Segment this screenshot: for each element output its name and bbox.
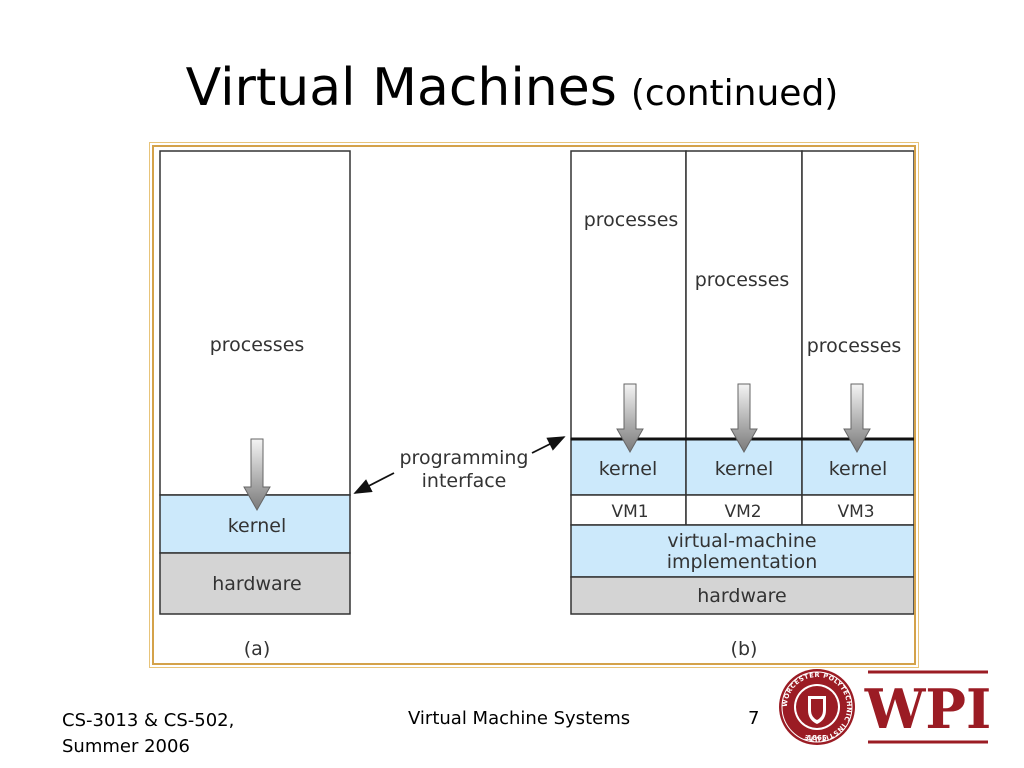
a-down-arrow-icon	[243, 438, 271, 512]
b-down-arrow-icon-2	[730, 383, 758, 454]
a-processes-label: processes	[210, 334, 305, 356]
programming-interface: programming interface	[353, 436, 566, 494]
a-processes-box	[159, 150, 351, 496]
footer-course-line: CS-3013 & CS-502,	[62, 710, 235, 731]
b-hardware-box	[570, 576, 914, 615]
diagram-a: processes kernel hardware (a)	[159, 150, 351, 660]
programming-interface-line2: interface	[422, 470, 507, 492]
b-caption: (b)	[731, 638, 758, 660]
footer-course: CS-3013 & CS-502, Summer 2006	[62, 708, 234, 760]
title-suffix: (continued)	[630, 73, 839, 114]
title-main: Virtual Machines	[185, 58, 617, 118]
b-hardware-label: hardware	[697, 585, 787, 607]
wpi-logo: WORCESTER POLYTECHNIC INSTITUTE 1865 WPI	[779, 669, 992, 745]
b-vm-box-2	[685, 494, 803, 526]
b-vm-label-1: VM1	[611, 502, 648, 522]
b-vm-impl-line2: implementation	[667, 551, 818, 573]
slide-title: Virtual Machines (continued)	[0, 58, 1024, 118]
seal-year: 1865	[807, 734, 827, 742]
programming-interface-line1: programming	[400, 447, 529, 469]
diagram-b: processes processes processes kernel ker…	[570, 150, 914, 660]
vm-diagram-svg: processes kernel hardware (a) programmin…	[159, 150, 914, 660]
a-hardware-box	[159, 552, 351, 615]
b-kernel-label-2: kernel	[715, 458, 774, 480]
footer-term-line: Summer 2006	[62, 736, 190, 757]
b-down-arrow-icon-3	[843, 383, 871, 454]
vm-diagram: processes kernel hardware (a) programmin…	[149, 142, 919, 668]
arrow-to-a-icon	[353, 472, 395, 494]
b-processes-label-2: processes	[695, 269, 790, 291]
a-caption: (a)	[244, 638, 270, 660]
b-processes-label-1: processes	[584, 209, 679, 231]
b-kernel-label-3: kernel	[829, 458, 888, 480]
footer-title: Virtual Machine Systems	[408, 708, 631, 729]
page-number: 7	[748, 708, 760, 729]
b-vm-label-2: VM2	[724, 502, 761, 522]
wpi-wordmark: WPI	[864, 677, 992, 741]
arrow-to-b-icon	[531, 436, 566, 454]
b-vm-label-3: VM3	[837, 502, 874, 522]
b-processes-label-3: processes	[807, 335, 902, 357]
b-kernel-label-1: kernel	[599, 458, 658, 480]
a-kernel-label: kernel	[228, 515, 287, 537]
a-hardware-label: hardware	[212, 573, 302, 595]
b-vm-implementation-box	[570, 524, 914, 578]
b-vm-box-1	[570, 494, 687, 526]
b-down-arrow-icon-1	[616, 383, 644, 454]
wpi-seal-icon: WORCESTER POLYTECHNIC INSTITUTE 1865	[779, 669, 855, 745]
b-vm-impl-line1: virtual-machine	[667, 530, 816, 552]
